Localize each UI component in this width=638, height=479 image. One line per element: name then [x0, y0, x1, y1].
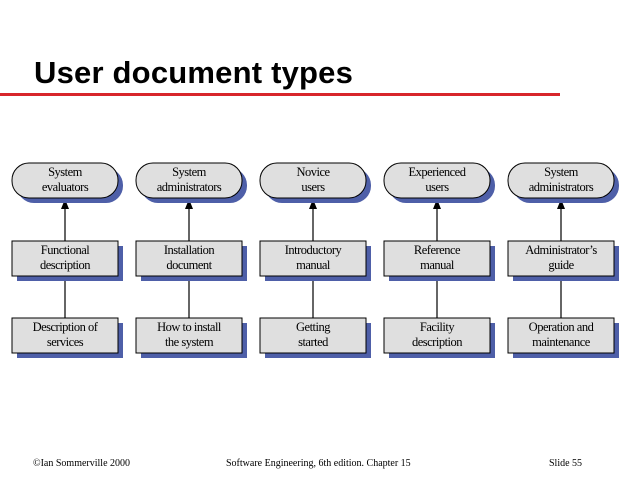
content-box-line: Getting [296, 320, 331, 334]
user-box-line: users [301, 180, 325, 194]
content-box [135, 317, 243, 354]
document-box [11, 240, 119, 277]
user-box-line: users [425, 180, 449, 194]
user-box [383, 162, 491, 199]
user-box [11, 162, 119, 199]
arrowhead [557, 199, 565, 209]
slide-title: User document types [34, 55, 354, 90]
document-box-line: Installation [164, 243, 215, 257]
user-box [135, 162, 243, 199]
document-box-line: Introductory [285, 243, 343, 257]
content-box [383, 317, 491, 354]
document-box-line: document [166, 258, 212, 272]
document-box [135, 240, 243, 277]
user-box-line: evaluators [42, 180, 89, 194]
arrowhead [61, 199, 69, 209]
document-box [259, 240, 367, 277]
arrowhead [433, 199, 441, 209]
user-box-line: administrators [529, 180, 594, 194]
title-rule [0, 93, 560, 96]
document-box-line: guide [548, 258, 574, 272]
footer-copyright: ©Ian Sommerville 2000 [33, 458, 131, 469]
content-box-line: services [47, 335, 84, 349]
content-box [11, 317, 119, 354]
content-box-line: Description of [33, 320, 99, 334]
arrowhead [185, 199, 193, 209]
document-box-line: description [40, 258, 91, 272]
user-box-line: administrators [157, 180, 222, 194]
user-box-line: Novice [296, 165, 330, 179]
footer-slide-number: Slide 55 [549, 458, 583, 469]
document-box-line: Functional [41, 243, 90, 257]
user-box [259, 162, 367, 199]
user-box-line: System [48, 165, 83, 179]
document-box-line: manual [296, 258, 331, 272]
user-box [507, 162, 615, 199]
document-box [507, 240, 615, 277]
content-box-line: the system [165, 335, 214, 349]
content-box-line: How to install [157, 320, 222, 334]
user-box-line: System [172, 165, 207, 179]
document-box-line: Administrator’s [525, 243, 597, 257]
content-box-line: maintenance [532, 335, 591, 349]
content-box-line: description [412, 335, 463, 349]
document-box-line: manual [420, 258, 455, 272]
document-box [383, 240, 491, 277]
footer-book-title: Software Engineering, 6th edition. Chapt… [226, 458, 411, 469]
user-box-line: System [544, 165, 579, 179]
content-box-line: Facility [420, 320, 455, 334]
content-box [507, 317, 615, 354]
content-box [259, 317, 367, 354]
document-box-line: Reference [414, 243, 461, 257]
content-box-line: Operation and [529, 320, 595, 334]
user-box-line: Experienced [409, 165, 467, 179]
content-box-line: started [298, 335, 329, 349]
arrowhead [309, 199, 317, 209]
